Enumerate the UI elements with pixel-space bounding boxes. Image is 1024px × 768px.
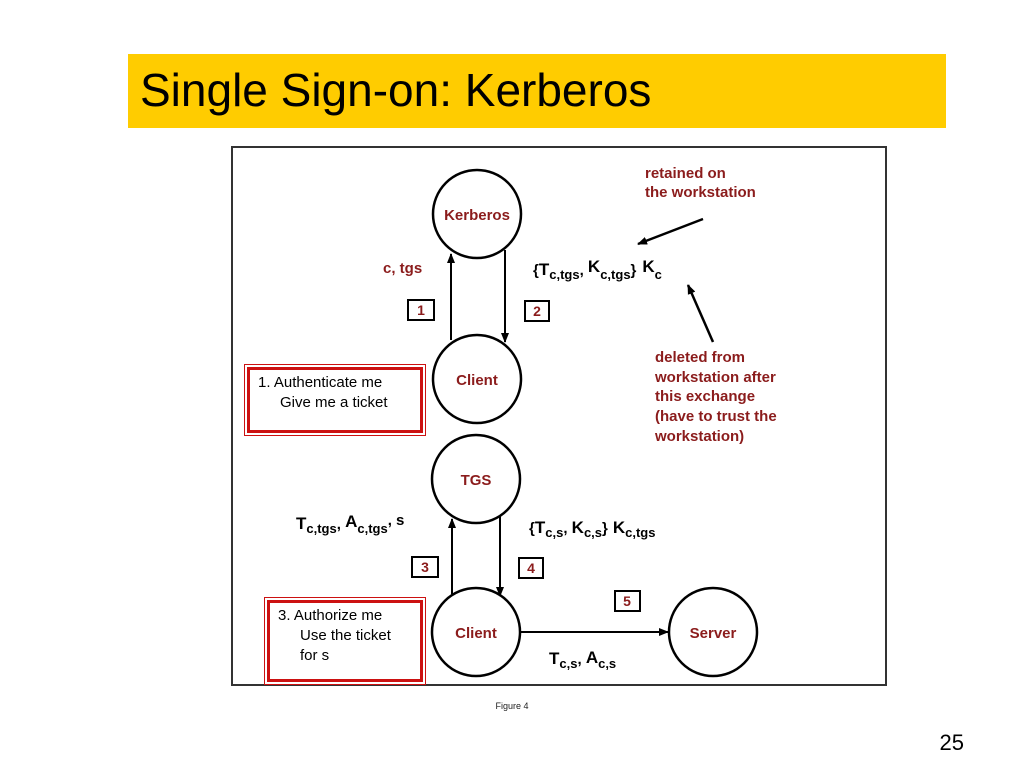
formula-msg2: {Tc,tgs, Kc,tgs}Kc: [533, 257, 662, 282]
node-client-top: Client: [431, 333, 523, 425]
step-1-box: 1: [407, 299, 435, 321]
step-1-label: 1: [417, 302, 425, 318]
step-4-label: 4: [527, 560, 535, 576]
label-c-tgs: c, tgs: [383, 260, 422, 277]
title-bar: Single Sign-on: Kerberos: [128, 54, 946, 128]
step-3-box: 3: [411, 556, 439, 578]
note-authorize-line3: for s: [300, 647, 330, 664]
arrow-deleted-annotation: [686, 284, 715, 343]
label-deleted-line2: workstation after: [654, 369, 776, 386]
slide-title: Single Sign-on: Kerberos: [140, 64, 652, 116]
figure-caption: Figure 4: [495, 701, 529, 711]
arrow-retained-annotation: [637, 217, 704, 246]
note-authenticate: 1. Authenticate me Give me a ticket: [244, 364, 426, 436]
step-4-box: 4: [518, 557, 544, 579]
label-retained-line2: the workstation: [645, 184, 756, 201]
label-deleted-line5: workstation): [654, 428, 744, 445]
step-2-box: 2: [524, 300, 550, 322]
node-client-bottom: Client: [430, 586, 522, 678]
node-client-top-label: Client: [456, 372, 498, 389]
slide-page-number: 25: [939, 730, 964, 755]
note-authenticate-line1: 1. Authenticate me: [258, 374, 383, 391]
node-kerberos: Kerberos: [431, 168, 523, 260]
formula-msg5: Tc,s, Ac,s: [549, 648, 616, 671]
node-client-bottom-label: Client: [455, 625, 497, 642]
step-3-label: 3: [421, 559, 429, 575]
note-authenticate-line2: Give me a ticket: [280, 394, 388, 411]
node-kerberos-label: Kerberos: [444, 207, 510, 224]
label-deleted-line4: (have to trust the: [655, 408, 777, 425]
step-5-label: 5: [623, 593, 631, 609]
formula-msg4: {Tc,s, Kc,s}Kc,tgs: [529, 518, 655, 540]
node-tgs: TGS: [430, 433, 522, 525]
note-authorize-line1: 3. Authorize me: [278, 607, 383, 624]
note-authorize: 3. Authorize me Use the ticket for s: [264, 597, 426, 685]
note-authorize-line2: Use the ticket: [300, 627, 391, 644]
label-deleted-line3: this exchange: [655, 388, 755, 405]
label-retained-line1: retained on: [645, 165, 726, 182]
node-server: Server: [667, 586, 759, 678]
node-server-label: Server: [690, 625, 737, 642]
step-5-box: 5: [614, 590, 641, 612]
step-2-label: 2: [533, 303, 541, 319]
formula-msg3: Tc,tgs, Ac,tgs, s: [296, 512, 404, 536]
node-tgs-label: TGS: [461, 472, 492, 489]
label-deleted-line1: deleted from: [655, 349, 745, 366]
